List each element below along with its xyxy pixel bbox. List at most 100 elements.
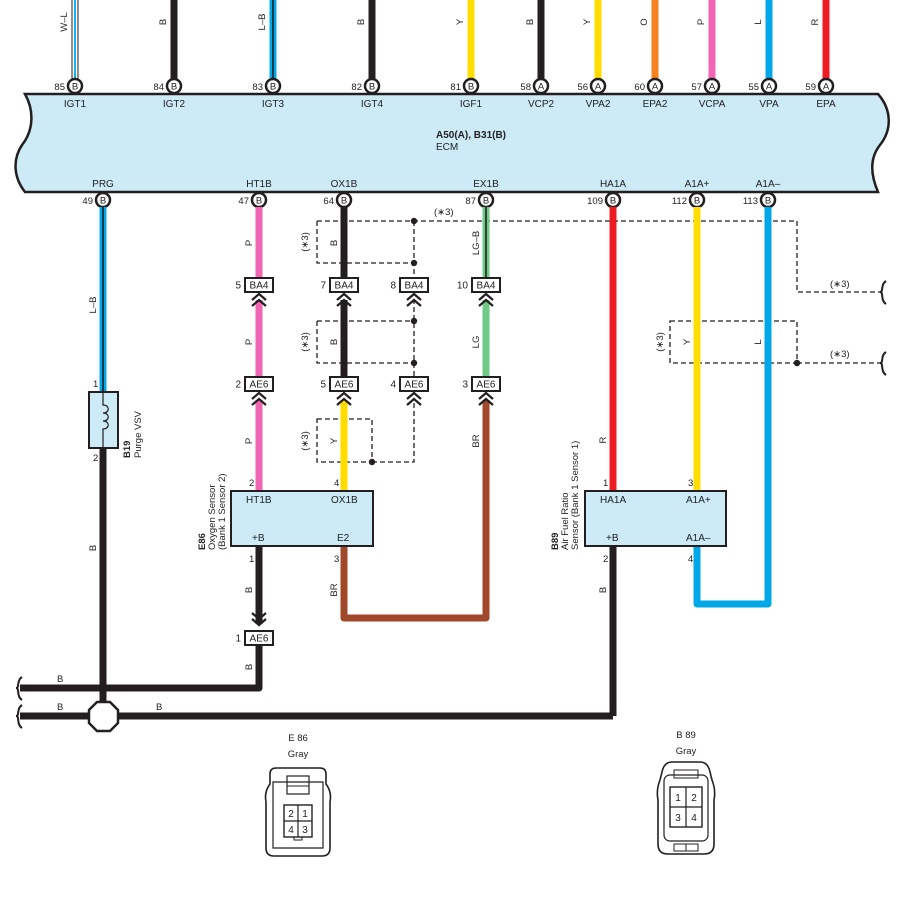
pin-number: 58	[520, 82, 531, 93]
junction-pin: 8	[390, 281, 396, 292]
purge-vsv	[88, 391, 119, 716]
connector-pin: 2	[691, 793, 697, 804]
b89-name: Air Fuel Ratio	[560, 492, 571, 550]
e86-name: (Bank 1 Sensor 2)	[217, 473, 228, 550]
connector-pin: 1	[675, 793, 681, 804]
connector-letter: B	[369, 82, 375, 93]
junction-pin: 4	[390, 380, 396, 391]
connector-letter: A	[823, 82, 830, 93]
junction-pin: 10	[457, 281, 469, 292]
b89-pin-a1am: A1A–	[686, 533, 711, 544]
wire-label: W–L	[59, 12, 70, 32]
ecm-top-wire: P	[696, 0, 716, 80]
shield-lines	[316, 220, 880, 463]
connector-letter: A	[652, 82, 659, 93]
ecm-bottom-pin-labels: PRGB49HT1BB47OX1BB64EX1BB87HA1AB109A1A+B…	[82, 179, 781, 209]
pin-signal-label: IGT2	[163, 99, 186, 110]
bus-break-marks	[15, 676, 23, 729]
connector-code: B 89	[676, 730, 696, 741]
b89-pin-num: 3	[688, 478, 693, 489]
wire-label: Y	[329, 437, 340, 444]
junction-pin: 7	[320, 281, 326, 292]
wire-label: Y	[682, 338, 693, 345]
wire-label: Y	[582, 18, 593, 25]
pin-number: 112	[672, 196, 687, 207]
vsv-name: Purge VSV	[133, 410, 144, 458]
pin-signal-label: IGF1	[460, 99, 483, 110]
connector-color: Gray	[676, 746, 697, 757]
connector-code: E 86	[288, 733, 308, 744]
b89-pin-num: 4	[688, 554, 693, 565]
wire-label: P	[696, 19, 707, 25]
junction-name: BA4	[250, 281, 269, 292]
e86-pin-e2: E2	[337, 533, 350, 544]
pin-number: 57	[691, 82, 702, 93]
junction-name: BA4	[335, 281, 354, 292]
junction-connector: AE6 4	[390, 376, 429, 407]
pin-signal-label: HT1B	[246, 179, 272, 190]
b89-pin-a1ap: A1A+	[686, 495, 711, 506]
e86-oxygen-sensor	[230, 490, 374, 547]
ecm-top-wire: B	[525, 0, 545, 80]
wire-label: B	[158, 19, 169, 25]
wire-label: B	[525, 19, 536, 25]
e86-pin-num: 2	[249, 478, 254, 489]
connector-letter: B	[171, 82, 177, 93]
shield-note: (∗3)	[830, 279, 850, 290]
ecm-top-wire: L–B	[257, 0, 277, 80]
junction-pin: 5	[320, 380, 326, 391]
pin-signal-label: IGT1	[64, 99, 87, 110]
junction-name: AE6	[250, 634, 269, 645]
junction-pin: 2	[235, 380, 241, 391]
wire-label: BR	[329, 583, 340, 596]
pin-signal-label: OX1B	[331, 179, 358, 190]
ecm-code: A50(A), B31(B)	[436, 130, 506, 141]
connector-letter: B	[468, 82, 474, 93]
pin-number: 87	[465, 196, 476, 207]
pin-number: 81	[450, 82, 461, 93]
wire-label: B	[57, 674, 63, 685]
connector-pin: 3	[302, 825, 308, 836]
connector-letter: B	[72, 82, 78, 93]
wire-label: P	[244, 240, 255, 246]
connector-view-b89: B 89 Gray 1 2 3 4	[656, 730, 716, 855]
junction-name: AE6	[477, 380, 496, 391]
shield-note: (∗3)	[655, 332, 666, 352]
junction-name: AE6	[405, 380, 424, 391]
wire-label: O	[639, 18, 650, 25]
connector-letter: B	[270, 82, 276, 93]
wire-label: BR	[471, 434, 482, 447]
shield-note: (∗3)	[830, 349, 850, 360]
pin-signal-label: VPA	[759, 99, 779, 110]
wire-label: L	[753, 339, 764, 344]
e86-pin-ox1b: OX1B	[331, 495, 358, 506]
junction-name: BA4	[405, 281, 424, 292]
pin-number: 109	[587, 196, 603, 207]
wire-label: L–B	[257, 14, 268, 31]
wire-label: B	[244, 664, 255, 670]
pin-number: 60	[634, 82, 645, 93]
pin-number: 82	[351, 82, 362, 93]
connector-letter: A	[595, 82, 602, 93]
wire-ex1b	[340, 207, 490, 622]
vsv-code: B19	[122, 441, 133, 458]
connector-pin: 4	[288, 825, 294, 836]
ecm-top-wire: Y	[582, 0, 602, 80]
wire-label: B	[329, 339, 340, 345]
junction-name: AE6	[335, 380, 354, 391]
pin-signal-label: VCPA	[699, 99, 726, 110]
wire-label: B	[356, 19, 367, 25]
